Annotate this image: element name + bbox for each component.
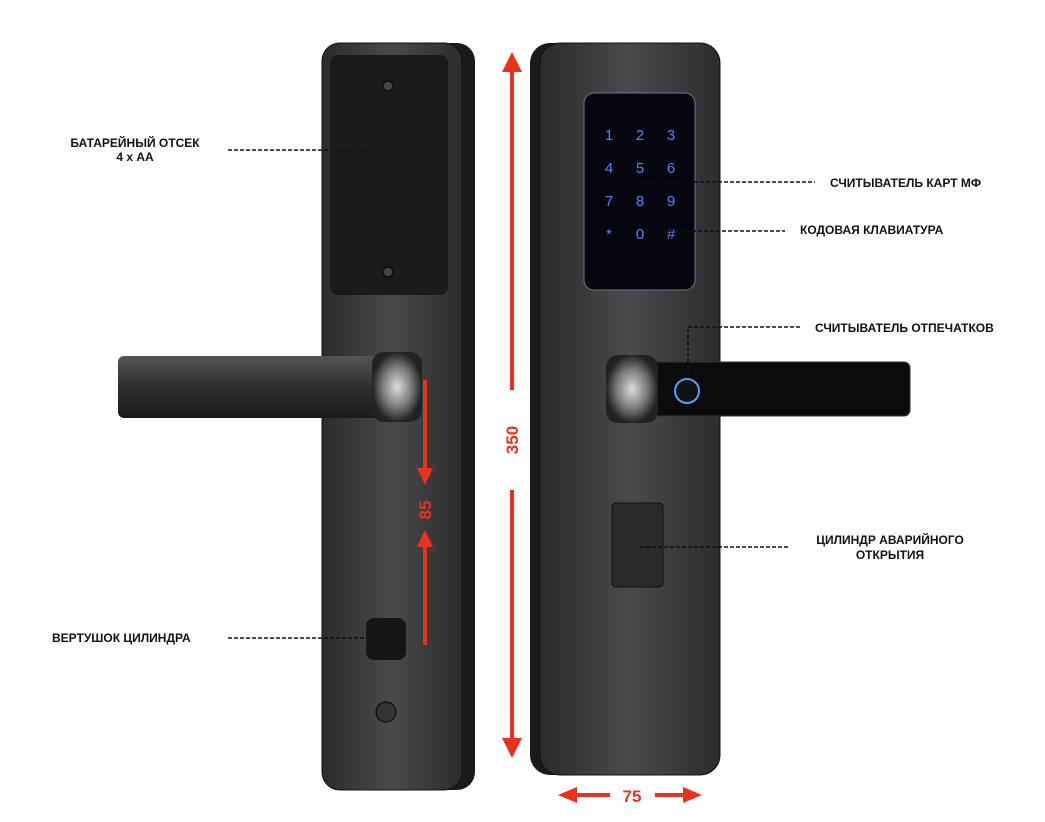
screw-icon <box>375 701 397 723</box>
keypad-key[interactable]: 4 <box>605 160 613 177</box>
dimension-height: 350 <box>502 52 522 758</box>
screw-icon <box>382 80 394 92</box>
dimension-width: 75 <box>558 787 702 806</box>
keypad-label: КОДОВАЯ КЛАВИАТУРА <box>800 223 944 237</box>
fingerprint-label: СЧИТЫВАТЕЛЬ ОТПЕЧАТКОВ <box>815 321 994 335</box>
battery-label: БАТАРЕЙНЫЙ ОТСЕК <box>70 135 200 150</box>
battery-label-line2: 4 х АА <box>116 150 154 164</box>
keypad-key[interactable]: # <box>667 226 676 243</box>
thumb-turn[interactable] <box>366 618 406 660</box>
thumb-turn-label: ВЕРТУШОК ЦИЛИНДРА <box>52 631 191 645</box>
fingerprint-sensor[interactable] <box>674 378 700 404</box>
handle-rosette <box>372 352 422 422</box>
keypad-key[interactable]: 8 <box>636 193 644 210</box>
keypad-key[interactable]: 3 <box>667 127 675 144</box>
keypad-key[interactable]: 6 <box>667 160 675 177</box>
keypad-key[interactable]: 2 <box>636 127 644 144</box>
lock-back-view <box>118 42 475 791</box>
screw-icon <box>382 266 394 278</box>
handle-rosette <box>606 355 658 423</box>
emergency-cylinder-label-line2: ОТКРЫТИЯ <box>856 548 924 562</box>
keypad-key[interactable]: 5 <box>636 160 644 177</box>
keypad-screen <box>583 92 696 291</box>
battery-cover[interactable] <box>330 55 448 295</box>
height-dimension-label: 350 <box>503 426 522 454</box>
callout-line <box>687 326 800 375</box>
keypad-key[interactable]: 7 <box>605 193 613 210</box>
keypad-key[interactable]: 1 <box>605 127 613 144</box>
keypad-key[interactable]: 9 <box>667 193 675 210</box>
emergency-cylinder-cover[interactable] <box>611 502 664 588</box>
emergency-cylinder-label: ЦИЛИНДР АВАРИЙНОГО <box>816 532 964 547</box>
card-reader-label: СЧИТЫВАТЕЛЬ КАРТ МФ <box>830 176 981 190</box>
keypad-key[interactable]: * <box>606 226 612 243</box>
dimension-85: 85 <box>416 380 435 645</box>
lever-handle[interactable] <box>118 356 388 418</box>
keypad[interactable]: 1 2 3 4 5 6 7 8 9 * 0 # <box>605 127 676 243</box>
width-dimension-label: 75 <box>623 787 642 806</box>
lock-front-view: 1 2 3 4 5 6 7 8 9 * 0 # <box>530 42 911 776</box>
handle-distance-label: 85 <box>416 501 435 520</box>
keypad-key[interactable]: 0 <box>636 226 644 243</box>
